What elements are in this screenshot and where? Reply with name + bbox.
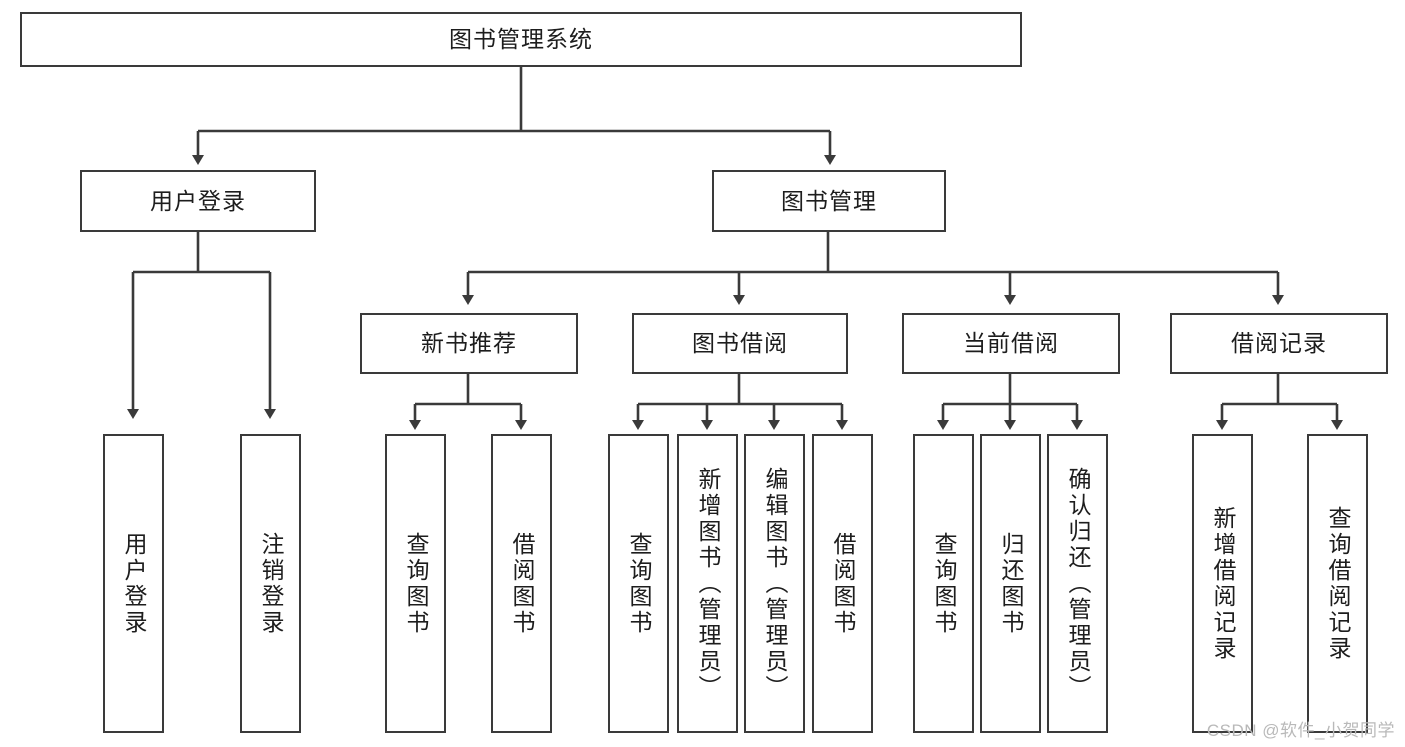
node-new-book-recommend-label: 新书推荐 xyxy=(421,330,517,357)
node-leaf-edit-book[interactable]: 编辑图书（管理员） xyxy=(744,434,805,733)
node-leaf-query-book-1-label: 查询图书 xyxy=(403,531,429,636)
node-leaf-query-book-2[interactable]: 查询图书 xyxy=(608,434,669,733)
node-book-borrow-label: 图书借阅 xyxy=(692,330,788,357)
node-new-book-recommend[interactable]: 新书推荐 xyxy=(360,313,578,374)
node-leaf-borrow-book-1[interactable]: 借阅图书 xyxy=(491,434,552,733)
node-leaf-user-logout-label: 注销登录 xyxy=(258,531,284,636)
node-leaf-query-record[interactable]: 查询借阅记录 xyxy=(1307,434,1368,733)
node-leaf-query-book-3-label: 查询图书 xyxy=(931,531,957,636)
node-leaf-confirm-return-label: 确认归还（管理员） xyxy=(1065,466,1091,701)
node-borrow-record[interactable]: 借阅记录 xyxy=(1170,313,1388,374)
node-leaf-borrow-book-2[interactable]: 借阅图书 xyxy=(812,434,873,733)
node-leaf-query-book-1[interactable]: 查询图书 xyxy=(385,434,446,733)
node-book-borrow[interactable]: 图书借阅 xyxy=(632,313,848,374)
node-leaf-add-book[interactable]: 新增图书（管理员） xyxy=(677,434,738,733)
node-leaf-user-login[interactable]: 用户登录 xyxy=(103,434,164,733)
node-leaf-return-book-label: 归还图书 xyxy=(998,531,1024,636)
node-leaf-query-record-label: 查询借阅记录 xyxy=(1325,505,1351,662)
node-current-borrow-label: 当前借阅 xyxy=(963,330,1059,357)
node-leaf-borrow-book-2-label: 借阅图书 xyxy=(830,531,856,636)
node-leaf-return-book[interactable]: 归还图书 xyxy=(980,434,1041,733)
node-leaf-add-book-label: 新增图书（管理员） xyxy=(695,466,721,701)
node-leaf-query-book-3[interactable]: 查询图书 xyxy=(913,434,974,733)
node-book-manage-label: 图书管理 xyxy=(781,187,877,214)
node-leaf-borrow-book-1-label: 借阅图书 xyxy=(509,531,535,636)
node-borrow-record-label: 借阅记录 xyxy=(1231,330,1327,357)
node-leaf-user-logout[interactable]: 注销登录 xyxy=(240,434,301,733)
node-root-label: 图书管理系统 xyxy=(449,26,593,53)
node-book-manage[interactable]: 图书管理 xyxy=(712,170,946,232)
node-leaf-add-record-label: 新增借阅记录 xyxy=(1210,505,1236,662)
node-leaf-add-record[interactable]: 新增借阅记录 xyxy=(1192,434,1253,733)
node-leaf-edit-book-label: 编辑图书（管理员） xyxy=(762,466,788,701)
node-current-borrow[interactable]: 当前借阅 xyxy=(902,313,1120,374)
node-leaf-confirm-return[interactable]: 确认归还（管理员） xyxy=(1047,434,1108,733)
node-root[interactable]: 图书管理系统 xyxy=(20,12,1022,67)
node-user-login-label: 用户登录 xyxy=(150,187,246,214)
node-leaf-query-book-2-label: 查询图书 xyxy=(626,531,652,636)
node-leaf-user-login-label: 用户登录 xyxy=(121,531,147,636)
node-user-login[interactable]: 用户登录 xyxy=(80,170,316,232)
